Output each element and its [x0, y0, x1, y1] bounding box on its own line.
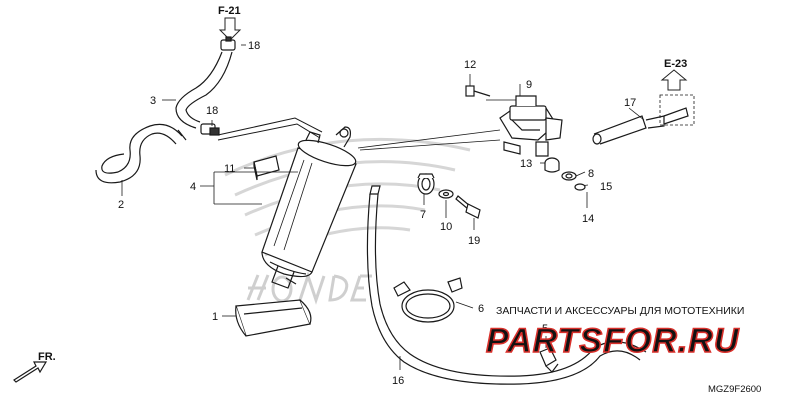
diagram-code: MGZ9F2600: [708, 384, 761, 395]
svg-text:E-23: E-23: [664, 58, 687, 70]
vent-line: [217, 117, 323, 141]
bolt: [455, 195, 481, 219]
washer: [438, 189, 454, 199]
callout-5: 5: [542, 323, 548, 335]
svg-text:FR.: FR.: [38, 351, 56, 363]
canister-pad: [253, 155, 280, 181]
evap-canister: [261, 126, 357, 289]
collar: [561, 171, 577, 181]
dashed-connect: [659, 94, 695, 126]
callout-8: 8: [588, 168, 594, 180]
svg-text:F-21: F-21: [218, 5, 241, 17]
hose-clip: [539, 347, 559, 373]
callout-6: 6: [478, 303, 484, 315]
callout-15: 15: [600, 181, 612, 193]
callout-2: 2: [118, 199, 124, 211]
front-arrow-icon: FR.: [13, 351, 56, 383]
hose-3: [175, 51, 233, 129]
callout-13: 13: [520, 158, 532, 170]
callout-17: 17: [624, 97, 636, 109]
hose-2: [95, 123, 187, 184]
purge-control-valve: [499, 95, 563, 157]
callout-10: 10: [440, 221, 452, 233]
callout-3: 3: [150, 95, 156, 107]
leader-lines: [121, 44, 645, 370]
rubber-mount: [544, 157, 560, 173]
callout-1: 1: [212, 311, 218, 323]
callout-12: 12: [464, 59, 476, 71]
section-ref-e23: E-23: [660, 58, 688, 91]
tube-clip: [220, 36, 236, 51]
hose-16: [366, 185, 647, 385]
hose-17: [592, 107, 689, 145]
watermark-caption: ЗАПЧАСТИ И АКСЕССУАРЫ ДЛЯ МОТОТЕХНИКИ: [496, 305, 744, 317]
nut: [574, 183, 586, 191]
callout-18-lower: 18: [206, 105, 218, 117]
watermark-brand: PARTSFOR.RU: [486, 322, 740, 360]
callout-11: 11: [224, 163, 235, 175]
callout-19: 19: [468, 235, 480, 247]
callout-labels: 18 3 18 11 4 2 1 12 9 13 8 15 14 7 10 19…: [118, 40, 636, 387]
section-ref-f21: F-21: [218, 5, 242, 41]
grommet: [417, 173, 435, 195]
callout-9: 9: [526, 79, 532, 91]
hose-clamp: [393, 277, 463, 323]
valve-bracket-screw: [465, 85, 491, 97]
callout-18-top: 18: [248, 40, 260, 52]
callout-16: 16: [392, 375, 404, 387]
callout-7: 7: [420, 209, 426, 221]
canister-insulator: [235, 299, 312, 337]
callout-14: 14: [582, 213, 594, 225]
callout-4: 4: [190, 181, 196, 193]
watermark: ЗАПЧАСТИ И АКСЕССУАРЫ ДЛЯ МОТОТЕХНИКИ PA…: [485, 305, 744, 361]
tube-clip-lower: [200, 123, 220, 136]
ghost-brand-letters: [246, 271, 372, 305]
